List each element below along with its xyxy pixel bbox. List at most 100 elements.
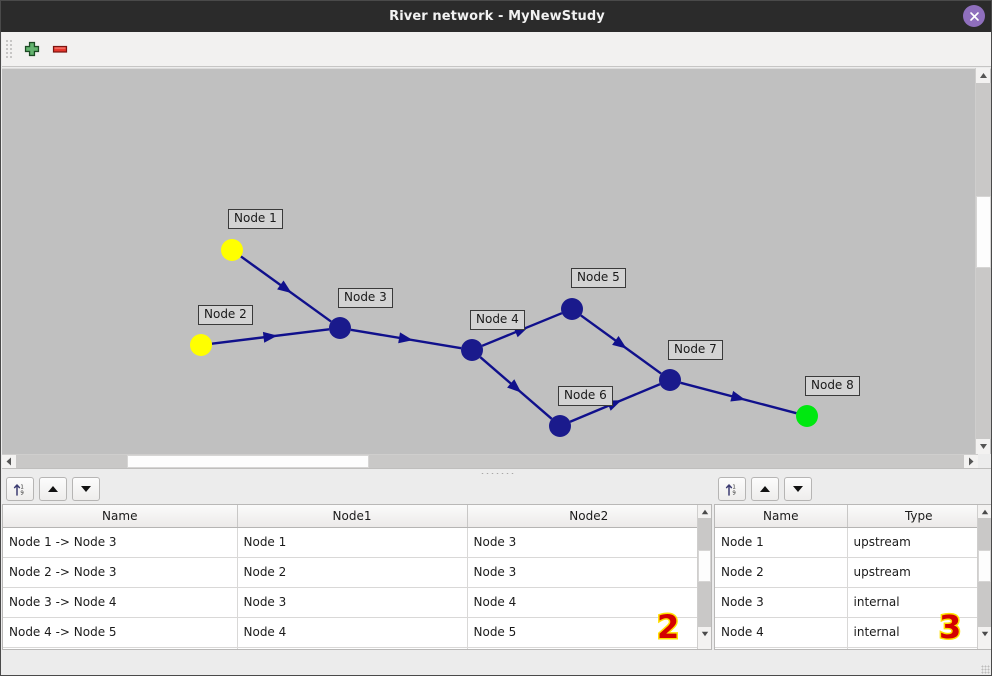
hscroll-track-right[interactable] <box>369 455 964 468</box>
nodes-cell[interactable]: internal <box>847 617 991 648</box>
graph-node[interactable] <box>549 415 571 437</box>
graph-node[interactable] <box>796 405 818 427</box>
links-column-header[interactable]: Name <box>3 505 238 528</box>
graph-node-label[interactable]: Node 2 <box>198 305 253 325</box>
nodes-cell[interactable]: Node 1 <box>715 527 848 558</box>
links-scroll-up-arrow[interactable] <box>698 505 711 518</box>
graph-node-label[interactable]: Node 6 <box>558 386 613 406</box>
graph-node-label[interactable]: Node 1 <box>228 209 283 229</box>
nodes-cell[interactable] <box>715 647 848 649</box>
nodes-cell[interactable]: upstream <box>847 527 991 558</box>
graph-node-label[interactable]: Node 8 <box>805 376 860 396</box>
graph-node-label[interactable]: Node 4 <box>470 310 525 330</box>
graph-node[interactable] <box>461 339 483 361</box>
plus-icon <box>24 41 40 57</box>
links-cell[interactable]: Node 4 <box>467 587 711 618</box>
nodes-cell[interactable]: Node 2 <box>715 557 848 588</box>
chevron-up-icon <box>981 509 988 514</box>
links-cell[interactable]: Node 3 <box>467 527 711 558</box>
links-cell[interactable]: Node 3 <box>237 587 468 618</box>
links-column-header[interactable]: Node2 <box>467 505 711 528</box>
toolbar-grip[interactable] <box>5 39 14 59</box>
links-move-up-button[interactable] <box>39 477 67 501</box>
graph-canvas-pane[interactable]: Node 1 Node 2 Node 3 Node 4 Node 5 Node 6 Node… <box>2 68 991 454</box>
links-sort-button[interactable]: 1 9 <box>6 477 34 501</box>
nodes-scroll-track-lower[interactable] <box>978 582 991 627</box>
scroll-down-arrow[interactable] <box>976 439 991 454</box>
links-cell[interactable]: Node 4 <box>237 617 468 648</box>
scroll-track-lower[interactable] <box>976 268 991 439</box>
links-cell[interactable]: Node 2 -> Node 3 <box>3 557 238 588</box>
nodes-column-header[interactable]: Name <box>715 505 848 528</box>
links-cell[interactable]: Node 5 <box>467 617 711 648</box>
graph-vertical-scrollbar[interactable] <box>975 68 991 454</box>
links-scroll-down-arrow[interactable] <box>698 627 711 640</box>
nodes-sort-button[interactable]: 1 9 <box>718 477 746 501</box>
links-cell[interactable]: Node 1 -> Node 3 <box>3 527 238 558</box>
nodes-cell[interactable]: internal <box>847 587 991 618</box>
links-cell[interactable]: Node 1 <box>237 527 468 558</box>
close-button[interactable] <box>963 5 985 27</box>
links-cell[interactable] <box>3 647 238 649</box>
remove-node-button[interactable] <box>46 35 74 63</box>
resize-grip-icon[interactable] <box>981 665 990 674</box>
nodes-move-up-button[interactable] <box>751 477 779 501</box>
links-scroll-track-lower[interactable] <box>698 582 711 627</box>
nodes-toolbar: 1 9 <box>714 475 812 503</box>
nodes-cell[interactable] <box>847 647 991 649</box>
graph-node-label[interactable]: Node 3 <box>338 288 393 308</box>
nodes-scroll-track-upper[interactable] <box>978 518 991 550</box>
links-move-down-button[interactable] <box>72 477 100 501</box>
links-vertical-scrollbar[interactable] <box>697 505 711 649</box>
links-cell[interactable]: Node 4 -> Node 5 <box>3 617 238 648</box>
links-cell[interactable]: Node 2 <box>237 557 468 588</box>
graph-node-label[interactable]: Node 7 <box>668 340 723 360</box>
links-vscroll-thumb[interactable] <box>698 550 711 582</box>
links-cell[interactable]: Node 3 -> Node 4 <box>3 587 238 618</box>
table-row[interactable] <box>3 647 711 649</box>
graph-horizontal-scrollbar[interactable] <box>2 454 978 468</box>
graph-node[interactable] <box>659 369 681 391</box>
table-row[interactable] <box>715 647 991 649</box>
nodes-move-down-button[interactable] <box>784 477 812 501</box>
nodes-vertical-scrollbar[interactable] <box>977 505 991 649</box>
scroll-track-upper[interactable] <box>976 83 991 196</box>
links-scroll-track-upper[interactable] <box>698 518 711 550</box>
nodes-scroll-down-arrow[interactable] <box>978 627 991 640</box>
graph-node[interactable] <box>190 334 212 356</box>
scroll-left-arrow[interactable] <box>2 455 16 468</box>
nodes-cell[interactable]: upstream <box>847 557 991 588</box>
links-cell[interactable] <box>467 647 711 649</box>
scroll-right-arrow[interactable] <box>964 455 978 468</box>
links-cell[interactable]: Node 3 <box>467 557 711 588</box>
graph-node[interactable] <box>561 298 583 320</box>
edge-arrow-icon <box>277 280 292 294</box>
hscroll-track-left[interactable] <box>16 455 127 468</box>
pane-splitter[interactable] <box>2 468 991 476</box>
links-column-header[interactable]: Node1 <box>237 505 468 528</box>
graph-vscroll-thumb[interactable] <box>976 196 991 268</box>
scroll-up-arrow[interactable] <box>976 68 991 83</box>
nodes-scroll-up-arrow[interactable] <box>978 505 991 518</box>
graph-node[interactable] <box>329 317 351 339</box>
nodes-cell[interactable]: Node 4 <box>715 617 848 648</box>
graph-node[interactable] <box>221 239 243 261</box>
links-cell[interactable] <box>237 647 468 649</box>
nodes-column-header[interactable]: Type <box>847 505 991 528</box>
nodes-cell[interactable]: Node 3 <box>715 587 848 618</box>
graph-node-label[interactable]: Node 5 <box>571 268 626 288</box>
graph-hscroll-thumb[interactable] <box>127 455 369 468</box>
add-node-button[interactable] <box>18 35 46 63</box>
network-graph[interactable] <box>2 69 964 454</box>
nodes-vscroll-thumb[interactable] <box>978 550 991 582</box>
